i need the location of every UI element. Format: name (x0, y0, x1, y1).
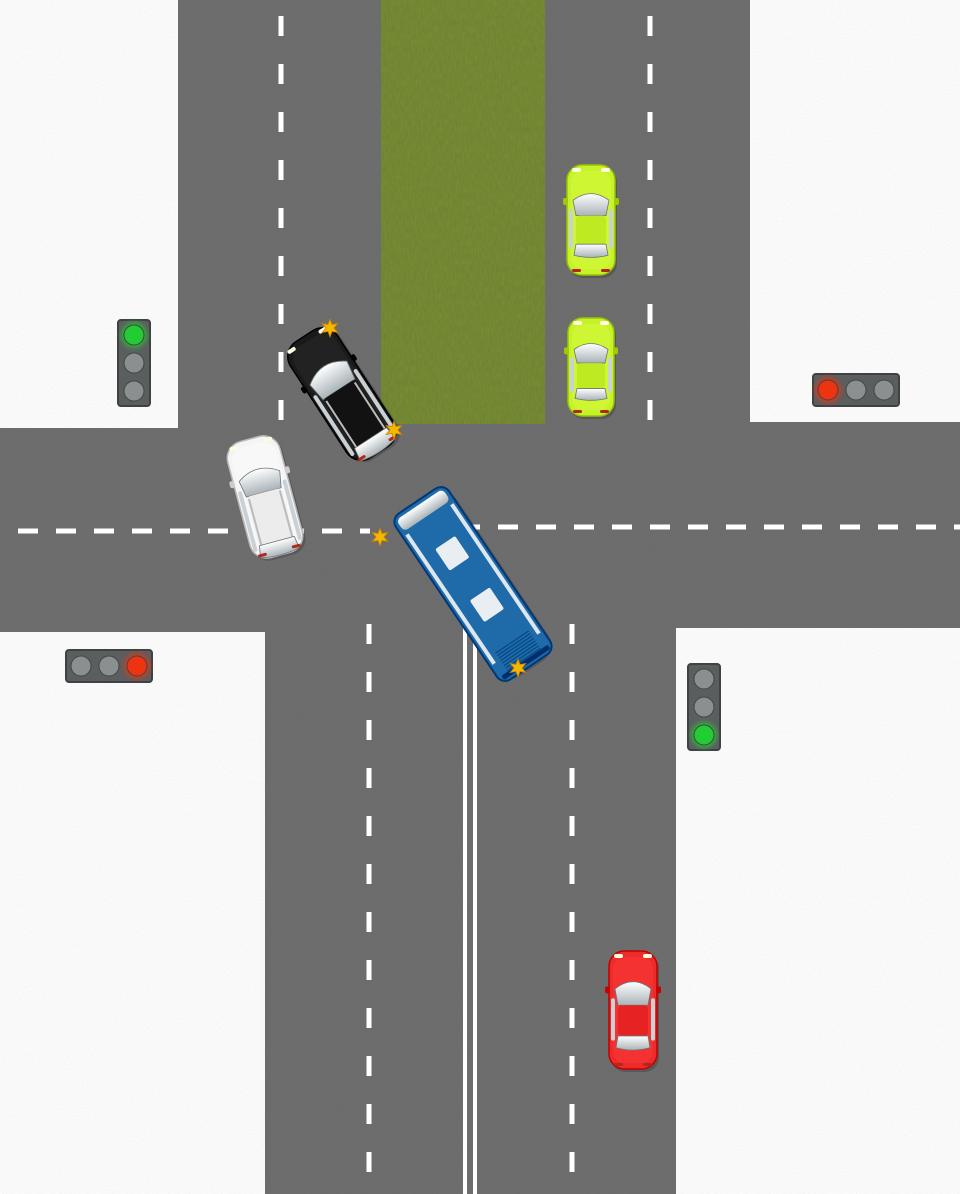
lane-dash (647, 16, 653, 36)
lane-dash (366, 816, 372, 836)
light-off-lamp (98, 655, 120, 677)
lane-dash (366, 960, 372, 980)
light-green-lamp (693, 724, 715, 746)
lane-dash (569, 1152, 575, 1172)
lane-dash (569, 1008, 575, 1028)
lane-dash (132, 528, 152, 534)
lane-dash (366, 1104, 372, 1124)
traffic-light-west (65, 649, 153, 683)
red-car (605, 950, 661, 1072)
lane-dash (278, 400, 284, 420)
lane-dash (208, 528, 228, 534)
lane-dash (612, 524, 632, 530)
lane-dash (916, 524, 936, 530)
lane-dash (278, 16, 284, 36)
lane-dash (569, 912, 575, 932)
lane-dash (569, 720, 575, 740)
lane-dash (366, 864, 372, 884)
double-solid-line (463, 622, 467, 1194)
lane-dash (94, 528, 114, 534)
lane-dash (322, 528, 342, 534)
lane-dash (840, 524, 860, 530)
black-suv (287, 326, 400, 463)
lane-dash (647, 64, 653, 84)
lane-dash (170, 528, 190, 534)
lane-dash (954, 524, 960, 530)
lane-dash (498, 524, 518, 530)
traffic-light-south-east (687, 663, 721, 751)
traffic-light-east (812, 373, 900, 407)
lane-markings (18, 16, 960, 1194)
light-off-lamp (693, 696, 715, 718)
lane-dash (278, 256, 284, 276)
lane-dash (569, 864, 575, 884)
lane-dash (366, 912, 372, 932)
lane-dash (366, 624, 372, 644)
lane-dash (574, 524, 594, 530)
lane-dash (278, 64, 284, 84)
lane-dash (18, 528, 38, 534)
lane-dash (366, 768, 372, 788)
light-off-lamp (123, 380, 145, 402)
lime-car-1 (563, 164, 619, 278)
vehicles (226, 164, 661, 1072)
white-suv (226, 435, 306, 561)
lane-dash (56, 528, 76, 534)
impact-star-icon (385, 419, 403, 441)
grass-median (381, 0, 545, 424)
lane-dash (688, 524, 708, 530)
double-solid-line (473, 622, 477, 1194)
light-red-lamp (126, 655, 148, 677)
light-off-lamp (845, 379, 867, 401)
lane-dash (878, 524, 898, 530)
lane-dash (647, 400, 653, 420)
lane-dash (278, 208, 284, 228)
lane-dash (366, 672, 372, 692)
traffic-light-north-west (117, 319, 151, 407)
lane-dash (764, 524, 784, 530)
light-off-lamp (693, 668, 715, 690)
lane-dash (647, 208, 653, 228)
lane-dash (569, 1104, 575, 1124)
lane-dash (647, 352, 653, 372)
lane-dash (650, 524, 670, 530)
lane-dash (278, 352, 284, 372)
lane-dash (278, 304, 284, 324)
lane-dash (569, 768, 575, 788)
lane-dash (366, 720, 372, 740)
lane-dash (569, 960, 575, 980)
traffic-lights (65, 319, 900, 751)
lane-dash (647, 304, 653, 324)
light-green-lamp (123, 324, 145, 346)
lane-dash (647, 160, 653, 180)
light-off-lamp (70, 655, 92, 677)
lane-dash (569, 816, 575, 836)
lane-dash (647, 112, 653, 132)
lane-dash (366, 1008, 372, 1028)
lane-dash (366, 1056, 372, 1076)
lane-dash (569, 624, 575, 644)
lane-dash (647, 256, 653, 276)
impact-star-icon (371, 526, 389, 548)
impact-markers (321, 317, 527, 679)
lane-dash (536, 524, 556, 530)
lane-dash (569, 672, 575, 692)
lime-car-2 (564, 317, 618, 419)
light-off-lamp (123, 352, 145, 374)
lane-dash (802, 524, 822, 530)
impact-star-icon (321, 317, 339, 339)
lane-dash (726, 524, 746, 530)
lane-dash (278, 112, 284, 132)
lane-dash (278, 160, 284, 180)
lane-dash (569, 1056, 575, 1076)
lane-dash (366, 1152, 372, 1172)
lane-dash (360, 528, 370, 534)
light-red-lamp (817, 379, 839, 401)
light-off-lamp (873, 379, 895, 401)
impact-star-icon (509, 657, 527, 679)
